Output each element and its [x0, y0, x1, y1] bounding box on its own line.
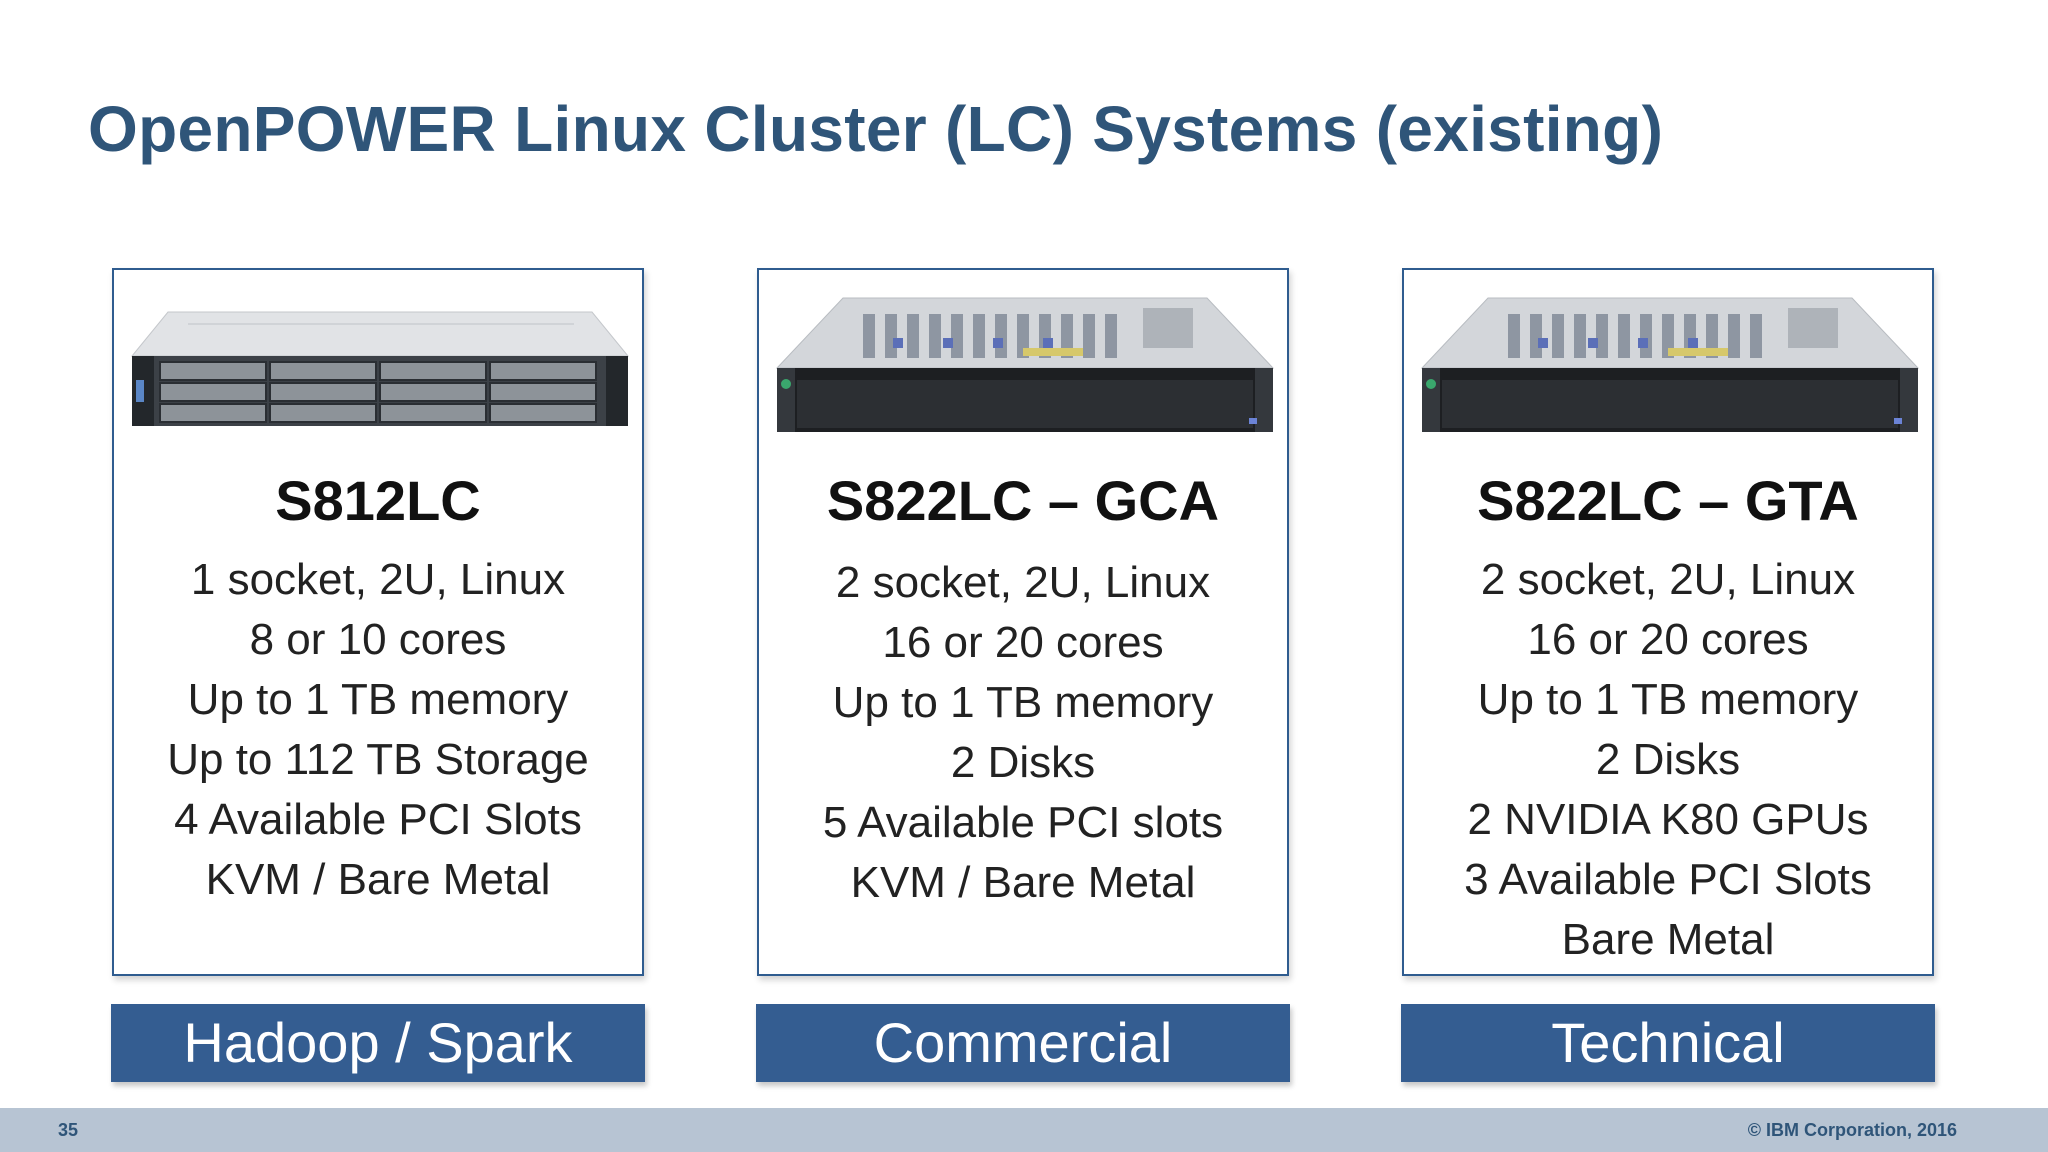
spec-item: 16 or 20 cores — [1527, 615, 1809, 664]
spec-item: 2 Disks — [1595, 735, 1741, 784]
spec-list: 2 socket, 2U, Linux 16 or 20 cores Up to… — [1404, 550, 1932, 970]
spec-item: KVM / Bare Metal — [205, 855, 551, 904]
category-label-hadoop-spark: Hadoop / Spark — [111, 1004, 645, 1082]
spec-list: 2 socket, 2U, Linux 16 or 20 cores Up to… — [759, 553, 1287, 913]
category-label-technical: Technical — [1401, 1004, 1935, 1082]
spec-item: Up to 1 TB memory — [832, 678, 1214, 727]
server-s822lc-gta-image — [1420, 297, 1920, 432]
spec-item: 5 Available PCI slots — [822, 798, 1224, 847]
card-title: S812LC — [275, 469, 481, 532]
category-label-commercial: Commercial — [756, 1004, 1290, 1082]
server-s812lc-image — [130, 311, 630, 426]
spec-item: Bare Metal — [1561, 915, 1775, 964]
spec-item: 1 socket, 2U, Linux — [190, 555, 566, 604]
card-title: S822LC – GTA — [1477, 469, 1859, 532]
spec-item: 8 or 10 cores — [249, 615, 507, 664]
system-card-s812lc: S812LC 1 socket, 2U, Linux 8 or 10 cores… — [112, 268, 644, 976]
spec-item: 2 Disks — [950, 738, 1096, 787]
slide-title: OpenPOWER Linux Cluster (LC) Systems (ex… — [88, 93, 1664, 165]
system-card-s822lc-gca: S822LC – GCA 2 socket, 2U, Linux 16 or 2… — [757, 268, 1289, 976]
spec-item: 3 Available PCI Slots — [1464, 855, 1872, 904]
spec-item: Up to 1 TB memory — [187, 675, 569, 724]
spec-item: 2 NVIDIA K80 GPUs — [1467, 795, 1869, 844]
footer-bar: 35 © IBM Corporation, 2016 — [0, 1108, 2048, 1152]
system-card-s822lc-gta: S822LC – GTA 2 socket, 2U, Linux 16 or 2… — [1402, 268, 1934, 976]
page-number: 35 — [58, 1120, 79, 1140]
spec-item: Up to 1 TB memory — [1477, 675, 1859, 724]
copyright-notice: © IBM Corporation, 2016 — [1747, 1120, 1957, 1140]
card-title: S822LC – GCA — [826, 469, 1220, 532]
server-s822lc-gca-image — [775, 297, 1275, 432]
spec-item: 4 Available PCI Slots — [174, 795, 582, 844]
spec-item: 2 socket, 2U, Linux — [835, 558, 1211, 607]
spec-list: 1 socket, 2U, Linux 8 or 10 cores Up to … — [114, 550, 642, 910]
spec-item: 16 or 20 cores — [882, 618, 1164, 667]
spec-item: KVM / Bare Metal — [850, 858, 1196, 907]
spec-item: Up to 112 TB Storage — [167, 735, 589, 784]
spec-item: 2 socket, 2U, Linux — [1480, 555, 1856, 604]
